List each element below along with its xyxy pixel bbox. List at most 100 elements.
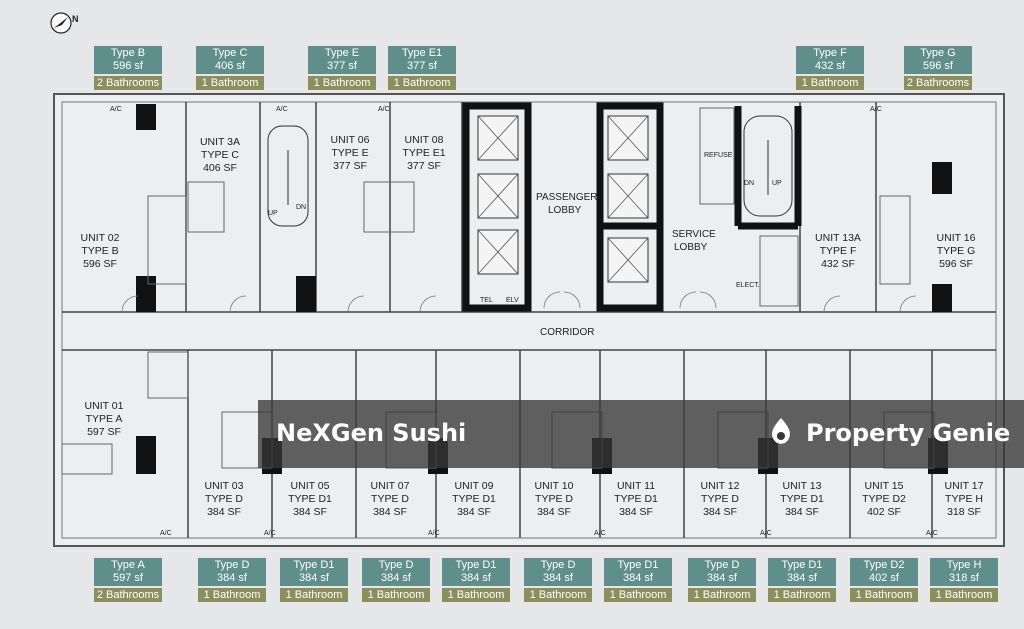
ac-label: A/C [594, 530, 606, 537]
watermark-banner [258, 400, 1024, 468]
building-inner-outline [61, 101, 997, 539]
tag-bath: 1 Bathroom [362, 588, 430, 602]
corridor-label: CORRIDOR [540, 327, 595, 338]
tag-bath: 1 Bathroom [796, 76, 864, 90]
ac-label: A/C [160, 530, 172, 537]
tag-bath: 1 Bathroom [604, 588, 672, 602]
stair-left [267, 125, 309, 227]
ac-label: A/C [110, 106, 122, 113]
service-lobby-label-1: SERVICE [672, 229, 716, 240]
tag-bath: 1 Bathroom [388, 76, 456, 90]
ac-label: A/C [926, 530, 938, 537]
tag-bath: 2 Bathrooms [94, 588, 162, 602]
tag-bath: 1 Bathroom [688, 588, 756, 602]
passenger-lobby-label-1: PASSENGER [536, 192, 598, 203]
tag-bath: 1 Bathroom [850, 588, 918, 602]
elv-label: ELV [506, 297, 519, 304]
watermark-left-text: NeXGen Sushi [276, 419, 467, 447]
tel-label: TEL [480, 297, 493, 304]
lift-crosses [477, 115, 649, 283]
tag-bath: 2 Bathrooms [904, 76, 972, 90]
watermark-right-text: Property Genie [806, 419, 1011, 447]
elect-label: ELECT. [736, 282, 760, 289]
ac-label: A/C [428, 530, 440, 537]
property-genie-logo-icon [766, 416, 796, 453]
stair-down-label: DN [296, 204, 307, 211]
stair-down-label: DN [744, 180, 755, 187]
ac-label: A/C [264, 530, 276, 537]
stair-up-label: UP [268, 210, 278, 217]
tag-bath: 1 Bathroom [280, 588, 348, 602]
tag-bath: 1 Bathroom [930, 588, 998, 602]
service-lobby-label-2: LOBBY [674, 242, 708, 253]
ac-label: A/C [378, 106, 390, 113]
north-arrow-icon [50, 12, 72, 39]
stair-up-label: UP [772, 180, 782, 187]
ac-label: A/C [760, 530, 772, 537]
ac-label: A/C [870, 106, 882, 113]
ac-label: A/C [276, 106, 288, 113]
tag-bath: 1 Bathroom [768, 588, 836, 602]
north-label: N [72, 14, 79, 24]
stair-right [743, 115, 793, 217]
tag-bath: 1 Bathroom [196, 76, 264, 90]
passenger-lobby-label-2: LOBBY [548, 205, 582, 216]
tag-bath: 2 Bathrooms [94, 76, 162, 90]
refuse-label: REFUSE [704, 152, 733, 159]
tag-bath: 1 Bathroom [198, 588, 266, 602]
tag-bath: 1 Bathroom [442, 588, 510, 602]
